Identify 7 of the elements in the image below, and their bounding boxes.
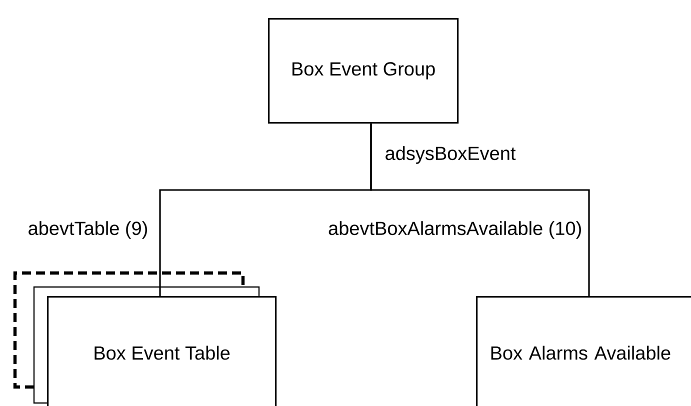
box: Box Event Table	[47, 296, 277, 406]
edge-label: abevtTable (9)	[28, 221, 147, 239]
box: Box Event Group	[268, 18, 459, 124]
edge-label: abevtBoxAlarmsAvailable (10)	[328, 221, 581, 239]
trunk-label: adsysBoxEvent	[386, 146, 516, 164]
connector-line	[370, 124, 590, 296]
box: Box Alarms Available	[476, 296, 691, 406]
